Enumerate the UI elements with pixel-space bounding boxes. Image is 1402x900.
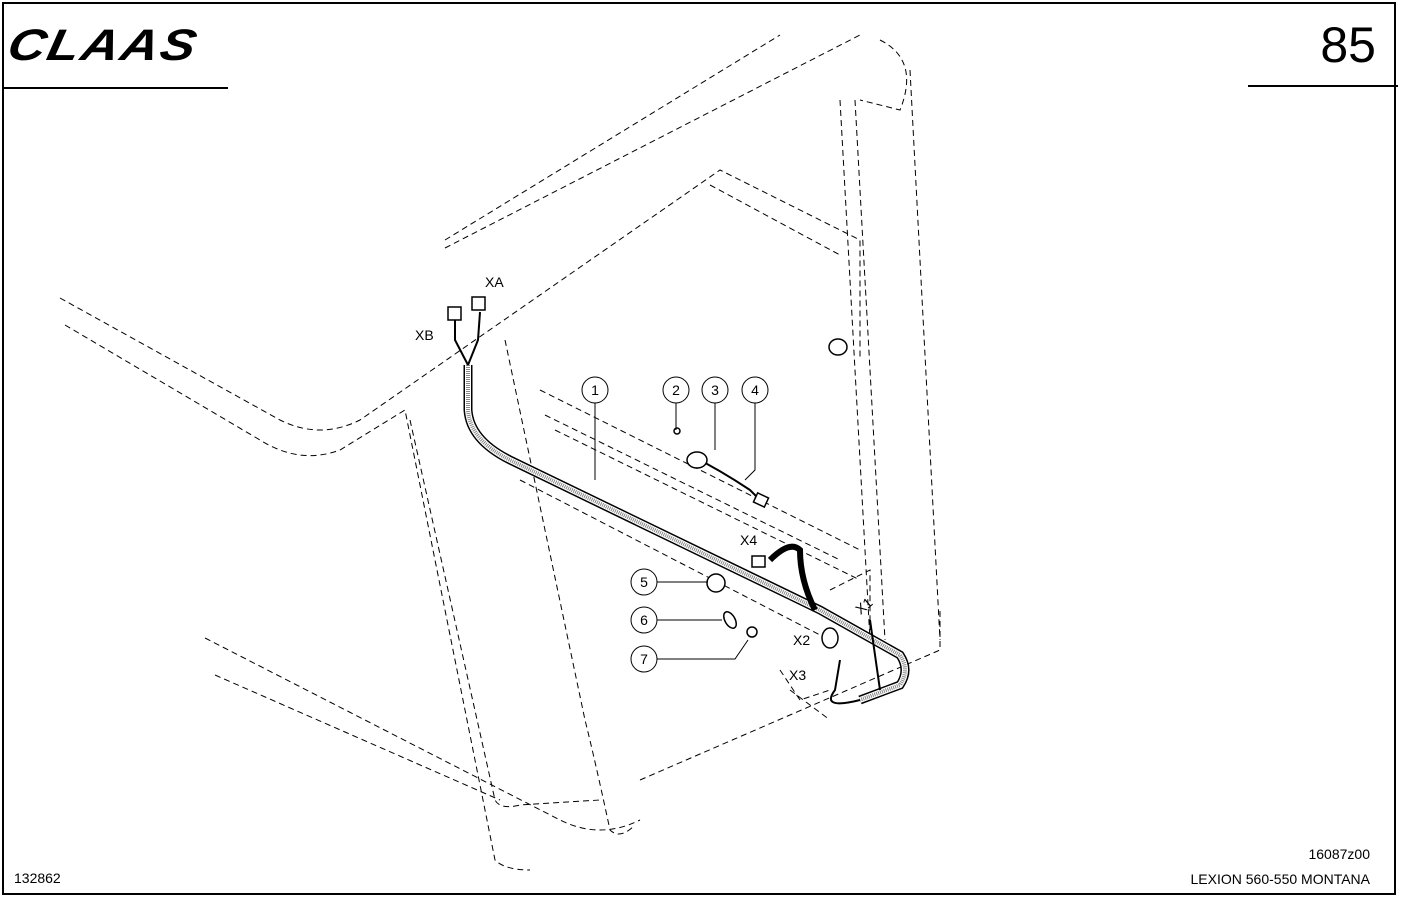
callout-2: 2 bbox=[662, 376, 690, 404]
label-x1: X1 bbox=[852, 594, 876, 617]
svg-text:3: 3 bbox=[711, 382, 719, 398]
label-x3: X3 bbox=[789, 667, 806, 683]
sensor bbox=[686, 451, 708, 469]
svg-text:6: 6 bbox=[640, 612, 648, 628]
grommet bbox=[706, 573, 726, 593]
model-name: LEXION 560-550 MONTANA bbox=[1190, 871, 1370, 887]
drawing-number: 16087z00 bbox=[1308, 846, 1370, 862]
divider bbox=[2, 87, 228, 89]
svg-text:7: 7 bbox=[640, 651, 648, 667]
clip bbox=[723, 611, 737, 629]
svg-text:1: 1 bbox=[591, 382, 599, 398]
connector-xa-plug bbox=[471, 296, 486, 311]
screw bbox=[673, 427, 681, 435]
part-number: 132862 bbox=[14, 870, 61, 886]
callout-1: 1 bbox=[581, 376, 609, 404]
divider bbox=[1248, 85, 1398, 87]
connector-x4-plug bbox=[751, 555, 766, 568]
connector-xb-plug bbox=[447, 306, 462, 321]
callout-6: 6 bbox=[630, 606, 658, 634]
leader-lines bbox=[594, 403, 756, 660]
plug bbox=[746, 626, 758, 638]
label-x4: X4 bbox=[740, 532, 757, 548]
label-xb: XB bbox=[415, 327, 434, 343]
label-x2: X2 bbox=[793, 632, 810, 648]
label-xa: XA bbox=[485, 274, 504, 290]
callout-5: 5 bbox=[630, 568, 658, 596]
callout-3: 3 bbox=[701, 376, 729, 404]
callout-7: 7 bbox=[630, 645, 658, 673]
callout-4: 4 bbox=[741, 376, 769, 404]
harness bbox=[454, 311, 910, 705]
svg-text:2: 2 bbox=[672, 382, 680, 398]
components bbox=[447, 296, 848, 649]
svg-text:4: 4 bbox=[751, 382, 759, 398]
page-number: 85 bbox=[1320, 17, 1376, 73]
svg-text:5: 5 bbox=[640, 574, 648, 590]
cab-outline-dashed bbox=[59, 34, 941, 871]
